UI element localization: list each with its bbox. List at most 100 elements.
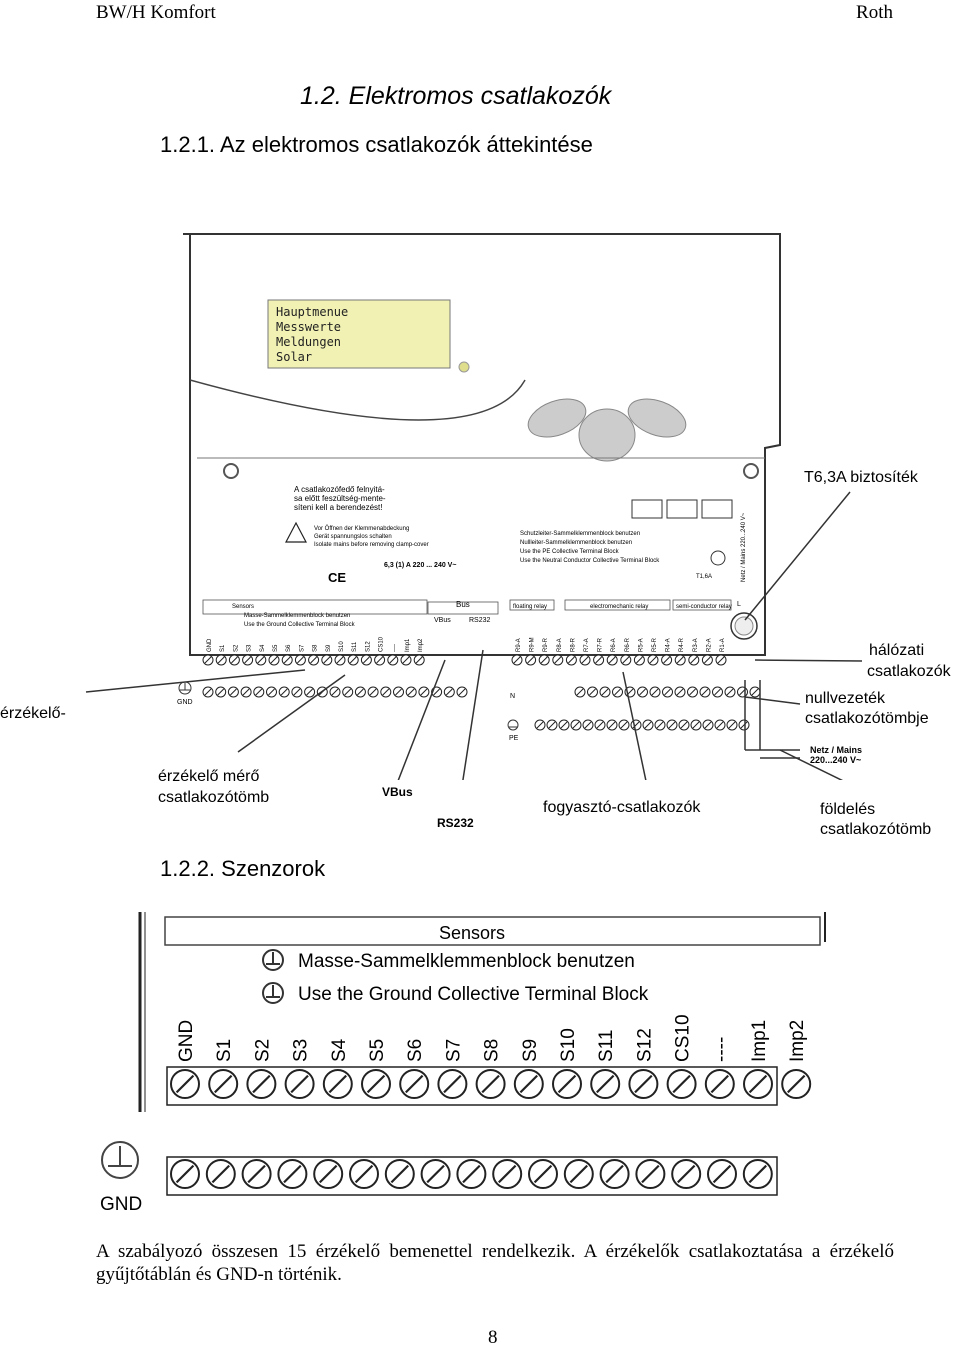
relay-label-R5-A: R5-A: [638, 638, 644, 652]
svg-text:Netz / Mains 220...240 V~: Netz / Mains 220...240 V~: [741, 512, 747, 582]
pe-terminal-screw: [714, 719, 726, 731]
lcd-line-4: Solar: [276, 350, 313, 364]
relay-terminal-screw: [620, 654, 632, 666]
sensor-terminal-row: [202, 654, 425, 666]
gnd-detail-screw: [349, 1159, 379, 1189]
relay-terminal-screw: [579, 654, 591, 666]
svg-text:N: N: [510, 693, 515, 700]
vbus-callout-line: [397, 659, 446, 780]
neutral-terminal-screw: [749, 686, 761, 698]
svg-text:Masse-Sammelklemmenblock benut: Masse-Sammelklemmenblock benutzen: [244, 613, 350, 619]
gnd-terminal-screw: [202, 686, 214, 698]
sensor-detail-label-S7: S7: [443, 1039, 464, 1062]
controller-housing: [183, 233, 781, 656]
relay-terminal-screw: [606, 654, 618, 666]
pe-terminal-screw: [558, 719, 570, 731]
neutral-terminal-screw: [662, 686, 673, 698]
gnd-terminal-screw: [329, 686, 341, 698]
right-button: [627, 398, 687, 438]
neutral-callout-1: nullvezeték: [805, 690, 886, 707]
svg-text:Sensors: Sensors: [439, 923, 505, 943]
gnd-terminal-row: [202, 686, 468, 698]
lcd-line-3: Meldungen: [276, 335, 342, 349]
neutral-terminal-screw: [587, 686, 598, 698]
subsection-title-1: 1.2.1. Az elektromos csatlakozók áttekin…: [160, 132, 593, 157]
fuse-callout: T6,3A biztosíték: [804, 469, 918, 486]
svg-text:Sensors: Sensors: [232, 604, 254, 610]
relay-label-R8-R: R8-R: [570, 637, 576, 652]
relay-terminal-screw: [701, 654, 713, 666]
svg-text:GND: GND: [100, 1194, 142, 1215]
gnd-terminal-screw: [304, 686, 316, 698]
neutral-callout-2: csatlakozótömbje: [805, 710, 929, 727]
gnd-terminal-screw: [367, 686, 379, 698]
gnd-terminal-screw: [380, 686, 392, 698]
gnd-detail-screw: [205, 1159, 236, 1189]
gnd-detail-screw: [492, 1159, 523, 1189]
header-right: Roth: [856, 2, 893, 23]
sensor-detail-screw: [170, 1069, 200, 1099]
svg-text:Use the PE Collective Terminal: Use the PE Collective Terminal Block: [520, 549, 620, 555]
gnd-terminal-screw: [253, 686, 265, 698]
left-button: [527, 398, 587, 438]
sensor-detail-screw: [552, 1069, 582, 1099]
sensor-detail-screw: [361, 1069, 391, 1099]
sensor-detail-screw: [704, 1069, 735, 1099]
sensor-terminal-screw: [202, 654, 214, 666]
neutral-terminal-screw: [574, 686, 586, 698]
gnd-detail-screw: [707, 1159, 737, 1189]
svg-text:RS232: RS232: [469, 617, 491, 624]
relay-label-R7-A: R7-A: [584, 638, 590, 652]
neutral-terminal-screw: [637, 686, 648, 698]
sensor-detail-label-GND: GND: [176, 1020, 197, 1062]
section-title: 1.2. Elektromos csatlakozók: [300, 82, 612, 110]
neutral-terminal-row: [574, 686, 761, 698]
gnd-terminal-screw: [240, 686, 252, 698]
sensor-terminal-screw: [268, 654, 280, 666]
pe-terminal-screw: [702, 719, 714, 731]
pe-terminal-row: [534, 719, 750, 731]
relay-label-R3-A: R3-A: [693, 638, 699, 652]
neutral-terminal-screw: [674, 686, 686, 698]
svg-text:T1,6A: T1,6A: [696, 574, 712, 580]
sensor-callout-line: [85, 669, 306, 693]
relay-terminal-screw: [565, 654, 577, 666]
sensor-detail-label-S11: S11: [596, 1030, 617, 1062]
relay-terminal-row: [511, 654, 727, 666]
mains-callout-2: csatlakozók: [867, 663, 951, 680]
terminal-label-S3: S3: [247, 644, 253, 652]
relay-terminal-screw: [538, 654, 550, 666]
earth-callout-line: [779, 749, 844, 780]
relay-label-R2-A: R2-A: [706, 638, 712, 652]
relay-label-R4-R: R4-R: [679, 637, 685, 652]
sensor-detail-label-S2: S2: [252, 1039, 273, 1062]
sensor-terminal-screw: [374, 654, 386, 666]
terminal-label-S2: S2: [233, 644, 239, 652]
sensor-detail-screw: [284, 1069, 315, 1099]
gnd-detail-screw: [241, 1159, 272, 1189]
screw-left: [223, 463, 239, 479]
lcd-display: [267, 299, 451, 369]
pe-terminal-screw: [594, 719, 606, 731]
sensor-terminal-screw: [360, 654, 372, 666]
relay-terminal-screw: [593, 654, 605, 666]
svg-text:Nullleiter-Sammelklemmenblock: Nullleiter-Sammelklemmenblock benutzen: [520, 540, 632, 546]
svg-text:floating relay: floating relay: [513, 604, 547, 610]
terminal-label-----: ----: [392, 644, 398, 652]
header-left: BW/H Komfort: [96, 2, 216, 23]
sensor-terminal-screw: [400, 654, 412, 666]
pe-terminal-screw: [618, 719, 630, 731]
rs232-callout-line: [462, 649, 484, 780]
gnd-detail-screw: [456, 1159, 487, 1189]
svg-text:síteni kell a berendezést!: síteni kell a berendezést!: [294, 503, 383, 512]
relay-terminal-screw: [511, 654, 523, 666]
svg-text:A csatlakozófedő felnyitá-: A csatlakozófedő felnyitá-: [294, 485, 385, 494]
gnd-terminal-screw: [393, 686, 404, 698]
svg-text:Vor Öffnen der Klemmenabdeckun: Vor Öffnen der Klemmenabdeckung: [314, 525, 409, 532]
sensor-detail-label-S12: S12: [634, 1028, 655, 1062]
pe-terminal-screw: [630, 719, 642, 731]
relay-label-R9-A: R9-A: [516, 638, 522, 652]
svg-text:semi-conductor relay: semi-conductor relay: [676, 604, 732, 610]
gnd-terminal-screw: [266, 686, 277, 698]
center-button: [578, 408, 636, 462]
